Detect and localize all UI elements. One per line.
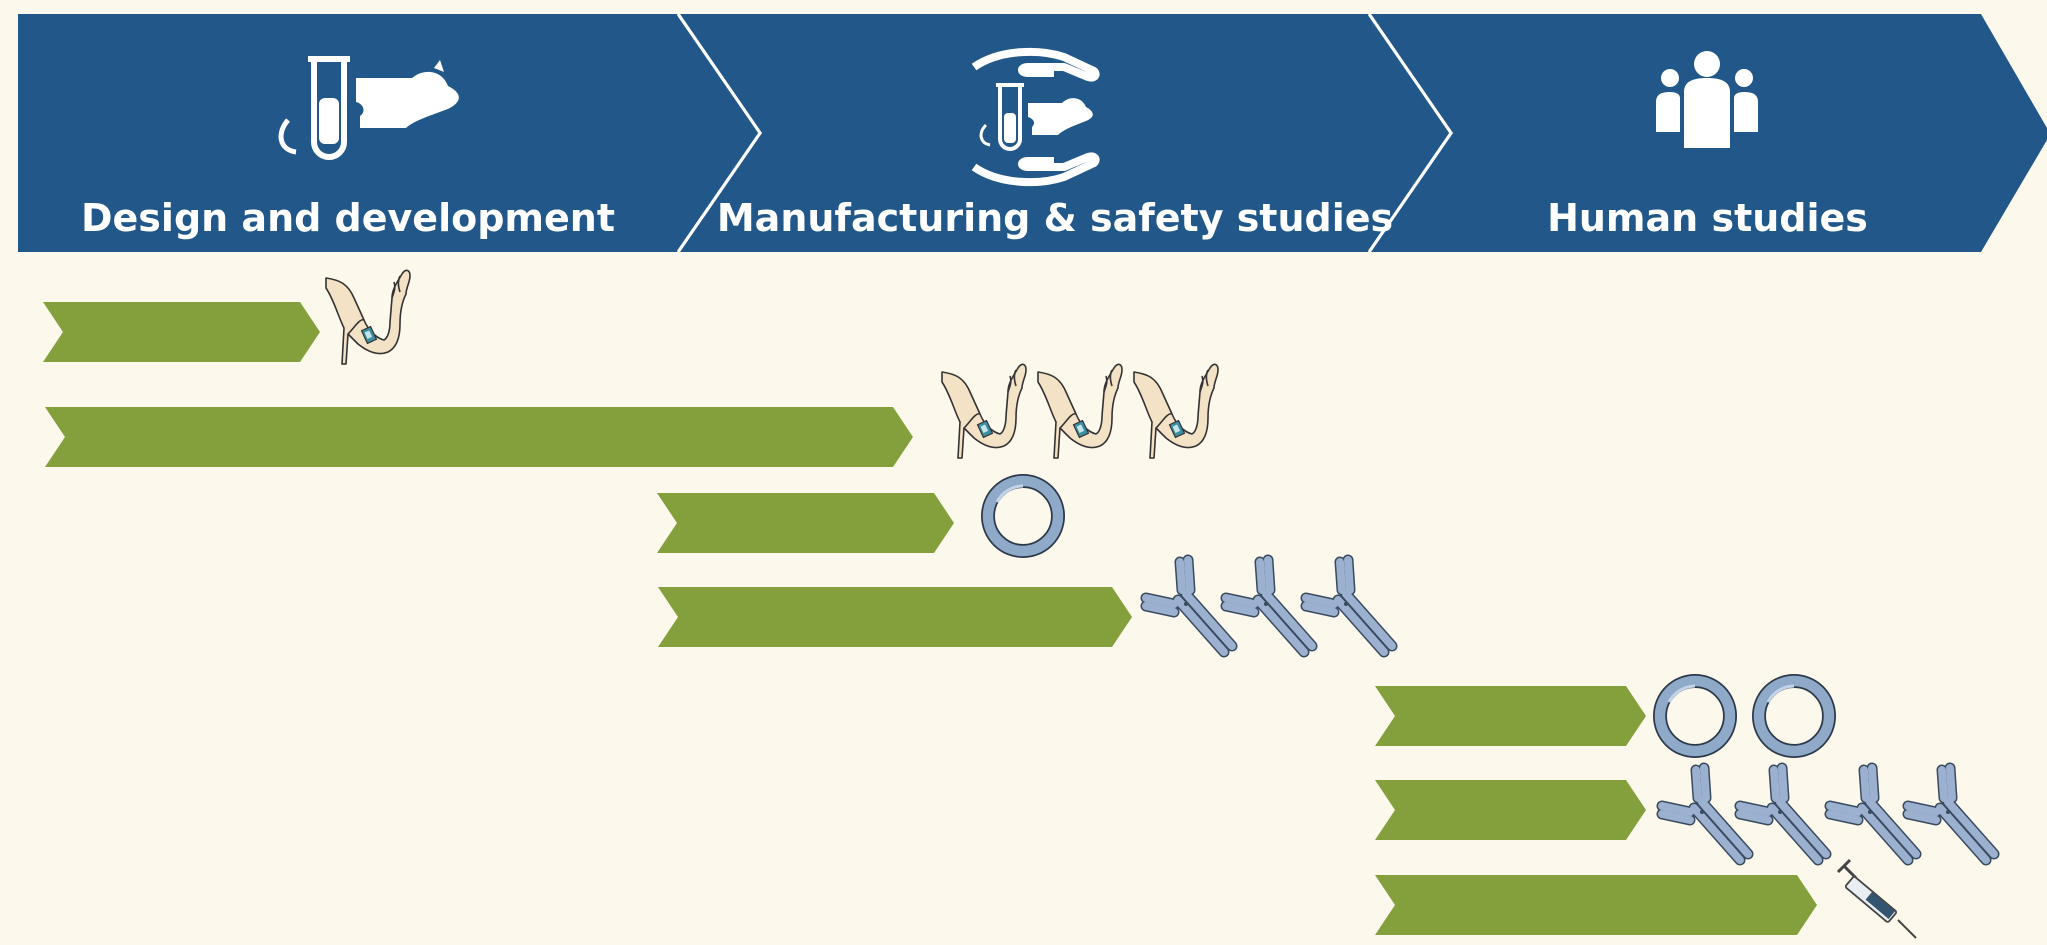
phase-label-design: Design and development: [80, 196, 615, 240]
arm-injection-icon: [941, 363, 1027, 459]
row-5-icons: [1660, 681, 1829, 751]
phase-label-manufacturing: Manufacturing & safety studies: [716, 196, 1394, 240]
arm-injection-icon: [1133, 363, 1219, 459]
test-tube-and-mouse-icon: [278, 56, 459, 160]
arm-injection-icon: [1037, 363, 1123, 459]
row-6-icons: [1662, 768, 1994, 860]
arm-injection-icon: [325, 269, 411, 365]
row-3-icons: [988, 481, 1058, 551]
timeline-bar-4: [658, 587, 1132, 647]
phase-header: [18, 13, 2047, 253]
ring-icon: [1759, 681, 1829, 751]
antibody-icon: [1306, 560, 1392, 652]
phase-band-design: [18, 14, 760, 252]
antibody-icon: [1908, 768, 1994, 860]
timeline-bar-7: [1375, 875, 1817, 935]
antibody-icon: [1740, 768, 1826, 860]
antibody-icon: [1146, 560, 1232, 652]
ring-icon: [988, 481, 1058, 551]
ring-icon: [1660, 681, 1730, 751]
phase-label-human: Human studies: [1547, 196, 1868, 240]
row-2-icons: [941, 363, 1219, 459]
timeline-bar-3: [657, 493, 954, 553]
row-4-icons: [1146, 560, 1392, 652]
phase-band-manufacturing: [680, 14, 1451, 252]
timeline-bar-5: [1375, 686, 1646, 746]
timeline-bars: [43, 302, 1817, 935]
row-1-icons: [325, 269, 411, 365]
syringe-icon: [1836, 858, 1918, 940]
antibody-icon: [1226, 560, 1312, 652]
row-7-icons: [1836, 858, 1918, 940]
timeline-bar-6: [1375, 780, 1646, 840]
hands-holding-test-tube-and-mouse-icon: [971, 47, 1100, 187]
timeline-bar-2: [45, 407, 913, 467]
group-of-people-icon: [1656, 51, 1758, 148]
timeline-bar-1: [43, 302, 320, 362]
